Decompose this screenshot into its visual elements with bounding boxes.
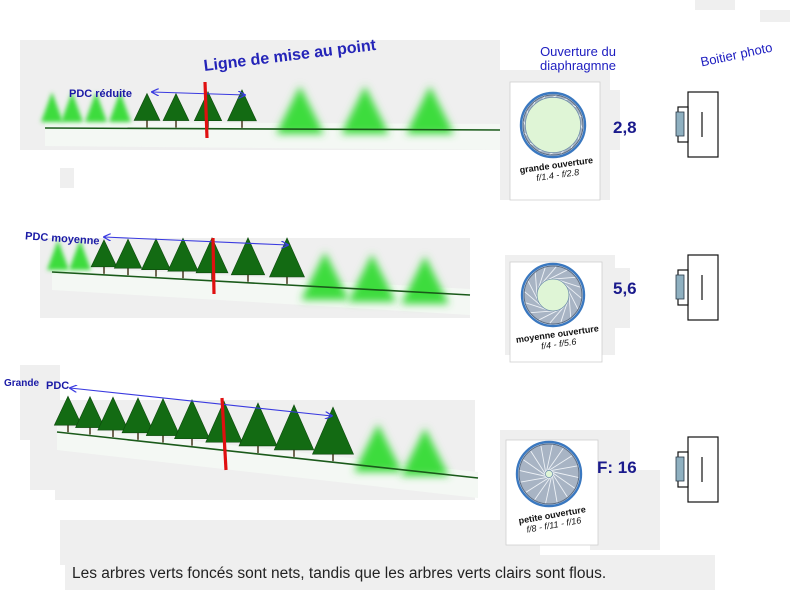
blurred-far-tree-row-3-1 [354, 424, 402, 472]
scene-row-1 [41, 81, 501, 150]
scene-row-3 [53, 388, 479, 498]
blurred-near-tree-row-2-2 [69, 240, 91, 270]
ground-line-row-3 [56, 431, 479, 479]
aperture-ring-row-1 [519, 91, 587, 159]
sharp-tree-row-1-2 [162, 92, 190, 128]
scene-row-2 [47, 237, 471, 315]
aperture-opening-row-2 [536, 278, 570, 312]
background-block-2 [60, 168, 74, 188]
aperture-opening-row-3 [545, 470, 553, 478]
blurred-near-tree-row-1-3 [85, 92, 107, 122]
camera-icon-row-3 [675, 436, 719, 503]
sharp-tree-row-3-8 [238, 402, 278, 453]
sharp-tree-row-3-10 [312, 406, 354, 462]
aperture-column-header: Ouverture du diaphragmne [540, 44, 616, 73]
blurred-near-tree-row-2-1 [47, 240, 69, 270]
ground-line-row-1 [44, 127, 501, 131]
camera-icon-row-1 [675, 91, 719, 158]
blurred-far-tree-row-1-1 [276, 86, 324, 134]
sharp-tree-row-2-1 [90, 239, 118, 274]
focus-line-row-2 [211, 237, 216, 295]
focus-line-row-3 [220, 397, 228, 471]
blurred-far-tree-row-1-2 [341, 86, 389, 134]
focus-line-row-1 [203, 81, 209, 139]
background-block-4 [20, 365, 60, 440]
background-block-13 [695, 0, 735, 10]
aperture-diagram-row-3 [505, 439, 599, 546]
camera-icon-row-2 [675, 254, 719, 321]
camera-body-row-2 [687, 254, 719, 321]
aperture-ring-row-2 [520, 262, 586, 328]
sharp-tree-row-2-3 [141, 238, 171, 277]
background-block-7 [600, 90, 620, 150]
f-number-row-2: 5,6 [613, 279, 637, 298]
camera-glass-row-3 [675, 456, 685, 482]
camera-glass-row-1 [675, 111, 685, 137]
background-block-14 [760, 10, 790, 22]
dof-arrow-row-3 [70, 388, 332, 416]
background-block-17 [30, 430, 60, 490]
dof-label-row-1: PDC réduite [69, 88, 132, 100]
sharp-tree-row-1-1 [133, 92, 161, 128]
background-block-16 [65, 555, 715, 590]
camera-body-row-1 [687, 91, 719, 158]
sharp-tree-row-2-6 [230, 237, 266, 282]
blurred-far-tree-row-3-2 [401, 428, 449, 476]
sharp-tree-row-2-2 [113, 238, 143, 276]
aperture-diagram-row-1 [509, 81, 601, 201]
dof-label-row-3: PDC [46, 380, 70, 392]
background-block-12 [620, 470, 660, 550]
blurred-far-tree-row-1-3 [406, 86, 454, 134]
blurred-near-tree-row-1-1 [41, 92, 63, 122]
sharp-tree-row-3-9 [273, 404, 315, 457]
background-block-9 [610, 268, 630, 328]
camera-glass-row-2 [675, 274, 685, 300]
f-number-row-1: 2,8 [613, 118, 637, 137]
f-number-row-3: F: 16 [597, 458, 637, 477]
dof-arrow-row-2 [104, 237, 288, 245]
aperture-ring-row-3 [515, 440, 583, 508]
ground-line-row-2 [51, 271, 471, 296]
blurred-near-tree-row-1-4 [109, 92, 131, 122]
camera-body-row-3 [687, 436, 719, 503]
aperture-diagram-row-2 [509, 261, 603, 363]
blurred-near-tree-row-1-2 [61, 92, 83, 122]
dof-label-row-3-prefix: Grande [4, 378, 40, 389]
dof-arrow-row-1 [152, 92, 245, 95]
aperture-opening-row-1 [525, 97, 581, 153]
sharp-tree-row-2-4 [167, 237, 199, 279]
sharp-tree-row-2-7 [269, 237, 305, 284]
diagram-caption: Les arbres verts foncés sont nets, tandi… [72, 565, 607, 582]
sharp-tree-row-1-4 [227, 89, 257, 128]
